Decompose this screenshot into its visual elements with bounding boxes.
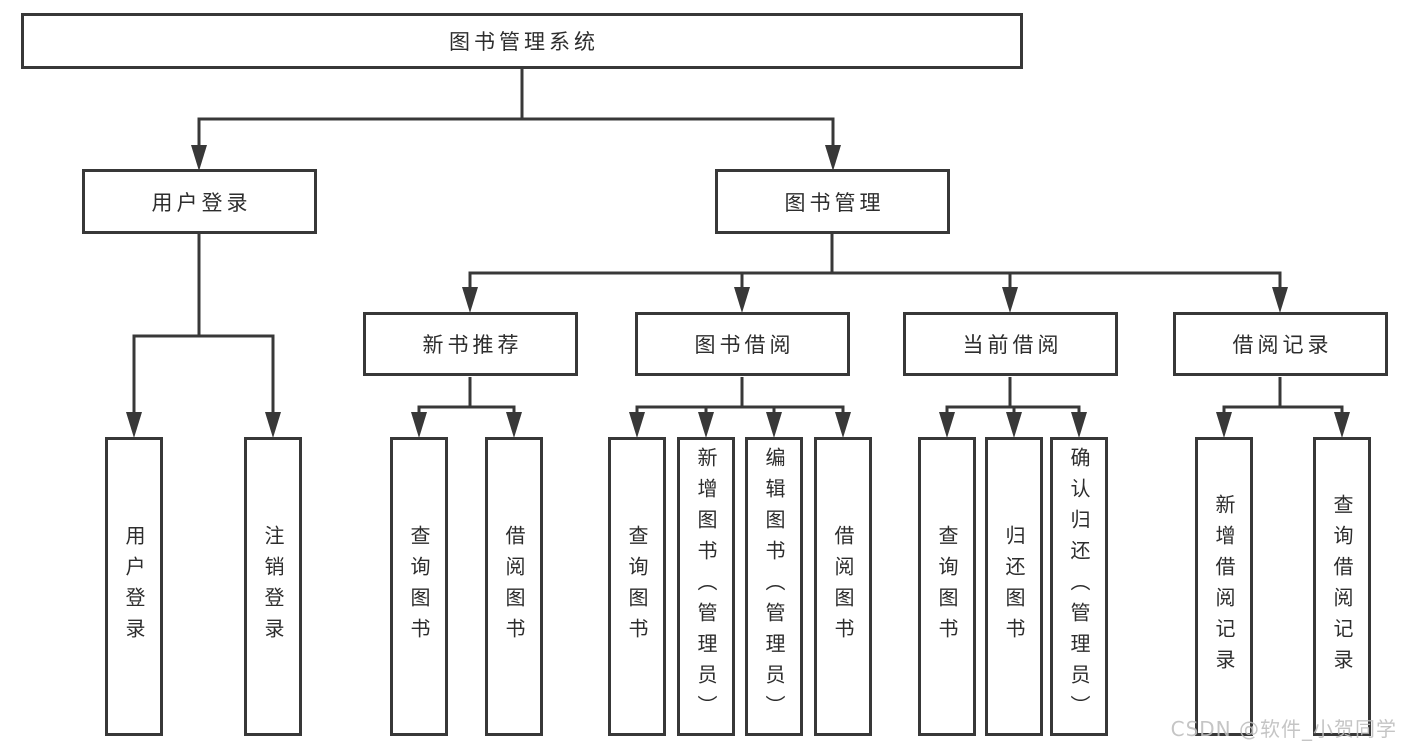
- node-current-borrowing: 当前借阅: [903, 312, 1118, 376]
- leaf-logout: 注销登录: [244, 437, 302, 736]
- node-borrowing-records: 借阅记录: [1173, 312, 1388, 376]
- node-book-management: 图书管理: [715, 169, 950, 234]
- node-book-borrowing: 图书借阅: [635, 312, 850, 376]
- leaf-query-books-borrow: 查询图书: [608, 437, 666, 736]
- leaf-add-books-admin: 新增图书（管理员）: [677, 437, 735, 736]
- leaf-edit-books-admin: 编辑图书（管理员）: [745, 437, 803, 736]
- leaf-query-borrow-record: 查询借阅记录: [1313, 437, 1371, 736]
- node-root-system: 图书管理系统: [21, 13, 1023, 69]
- leaf-add-borrow-record: 新增借阅记录: [1195, 437, 1253, 736]
- leaf-borrow-books-recommend: 借阅图书: [485, 437, 543, 736]
- node-new-book-recommend: 新书推荐: [363, 312, 578, 376]
- leaf-return-books: 归还图书: [985, 437, 1043, 736]
- node-user-login: 用户登录: [82, 169, 317, 234]
- leaf-query-books-recommend: 查询图书: [390, 437, 448, 736]
- leaf-user-login: 用户登录: [105, 437, 163, 736]
- leaf-query-books-current: 查询图书: [918, 437, 976, 736]
- leaf-borrow-books: 借阅图书: [814, 437, 872, 736]
- leaf-confirm-return-admin: 确认归还（管理员）: [1050, 437, 1108, 736]
- watermark: CSDN @软件_小贺同学: [1170, 717, 1397, 741]
